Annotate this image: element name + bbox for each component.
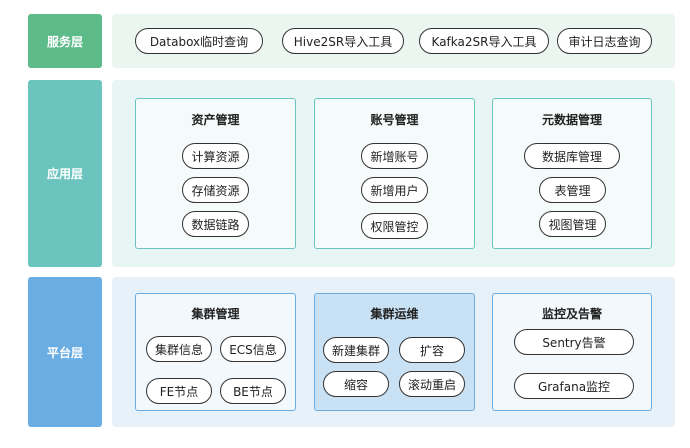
metadata-management-box: 元数据管理 数据库管理 表管理 视图管理 (492, 98, 652, 249)
add-account-pill[interactable]: 新增账号 (361, 143, 428, 169)
platform-layer-label: 平台层 (28, 277, 102, 427)
add-user-pill[interactable]: 新增用户 (361, 177, 428, 203)
cluster-info-pill[interactable]: 集群信息 (146, 336, 212, 362)
application-layer-panel: 资产管理 计算资源 存储资源 数据链路 账号管理 新增账号 新增用户 权限管控 … (112, 80, 675, 267)
view-management-pill[interactable]: 视图管理 (539, 211, 606, 237)
account-management-title: 账号管理 (370, 113, 419, 127)
databox-query-pill[interactable]: Databox临时查询 (135, 28, 263, 54)
ecs-info-pill[interactable]: ECS信息 (220, 336, 286, 362)
platform-layer-panel: 集群管理 集群信息 ECS信息 FE节点 BE节点 集群运维 新建集群 扩容 缩… (112, 277, 675, 427)
cluster-management-title: 集群管理 (191, 307, 240, 321)
storage-resource-pill[interactable]: 存储资源 (182, 177, 249, 203)
database-management-pill[interactable]: 数据库管理 (524, 143, 620, 169)
kafka2sr-import-pill[interactable]: Kafka2SR导入工具 (419, 28, 549, 54)
account-management-box: 账号管理 新增账号 新增用户 权限管控 (314, 98, 475, 249)
scale-out-pill[interactable]: 扩容 (399, 337, 465, 363)
service-layer-label: 服务层 (28, 14, 102, 68)
rolling-restart-pill[interactable]: 滚动重启 (399, 371, 465, 397)
asset-management-box: 资产管理 计算资源 存储资源 数据链路 (135, 98, 296, 249)
scale-in-pill[interactable]: 缩容 (323, 371, 389, 397)
application-layer-label: 应用层 (28, 80, 102, 267)
create-cluster-pill[interactable]: 新建集群 (323, 337, 389, 363)
cluster-management-box: 集群管理 集群信息 ECS信息 FE节点 BE节点 (135, 293, 296, 411)
cluster-ops-box: 集群运维 新建集群 扩容 缩容 滚动重启 (314, 293, 475, 411)
audit-log-query-pill[interactable]: 审计日志查询 (557, 28, 652, 54)
data-lineage-pill[interactable]: 数据链路 (182, 211, 249, 237)
cluster-ops-title: 集群运维 (370, 307, 419, 321)
table-management-pill[interactable]: 表管理 (539, 177, 606, 203)
compute-resource-pill[interactable]: 计算资源 (182, 143, 249, 169)
grafana-monitor-pill[interactable]: Grafana监控 (514, 373, 634, 399)
service-layer-panel: Databox临时查询 Hive2SR导入工具 Kafka2SR导入工具 审计日… (112, 14, 675, 68)
asset-management-title: 资产管理 (191, 113, 240, 127)
permission-control-pill[interactable]: 权限管控 (361, 213, 428, 239)
be-node-pill[interactable]: BE节点 (220, 378, 286, 404)
hive2sr-import-pill[interactable]: Hive2SR导入工具 (282, 28, 404, 54)
sentry-alert-pill[interactable]: Sentry告警 (514, 329, 634, 355)
fe-node-pill[interactable]: FE节点 (146, 378, 212, 404)
monitoring-alert-title: 监控及告警 (541, 307, 602, 321)
monitoring-alert-box: 监控及告警 Sentry告警 Grafana监控 (492, 293, 652, 411)
metadata-management-title: 元数据管理 (541, 113, 602, 127)
